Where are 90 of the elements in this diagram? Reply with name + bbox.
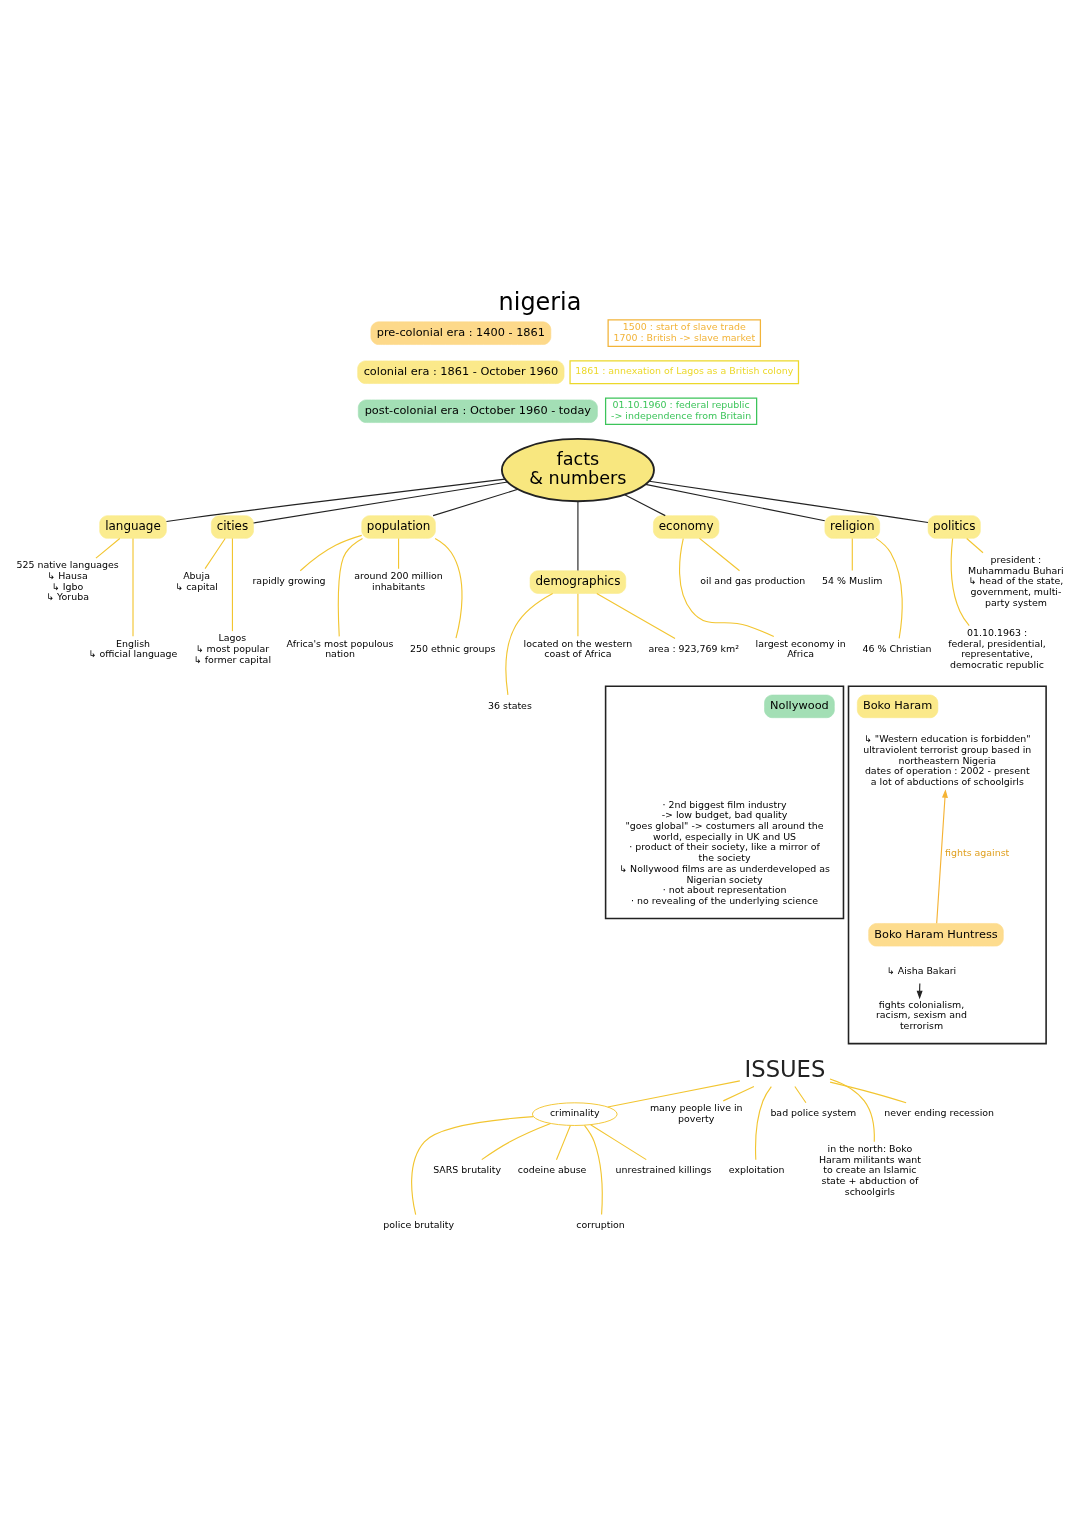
node-text: bad police system <box>770 1107 857 1119</box>
connector <box>829 1081 907 1104</box>
connector <box>398 537 400 570</box>
edge-label: fights against <box>945 846 1010 858</box>
node-text: 46 % Christian <box>862 642 932 654</box>
node-text: Lagos ↳ most popular ↳ former capital <box>193 632 272 665</box>
node-box: post-colonial era : October 1960 - today <box>357 399 598 423</box>
connector <box>231 537 233 632</box>
cluster <box>847 685 1047 1045</box>
connector <box>607 1080 741 1108</box>
node-ellipse: criminality <box>531 1102 618 1126</box>
connector <box>434 537 463 639</box>
node-text: English ↳ official language <box>88 637 178 660</box>
node-box: demographics <box>529 570 627 594</box>
connector <box>481 1123 552 1161</box>
connector <box>252 481 509 524</box>
node-box: 1500 : start of slave trade 1700 : British -> slave market <box>607 319 762 348</box>
connector <box>950 537 970 627</box>
node-text: ISSUES <box>744 1055 826 1082</box>
node-text: in the north: Boko Haram militants want to create an Islamic state + abduction of schoolgirls <box>818 1142 921 1197</box>
node-text: 01.10.1963 : federal, presidential, representative, democratic republic <box>948 626 1046 670</box>
node-text: never ending recession <box>884 1107 995 1119</box>
connector <box>204 537 226 570</box>
connector <box>590 1124 647 1161</box>
node-box: politics <box>927 515 981 539</box>
node-text: SARS brutality <box>433 1164 502 1176</box>
cluster <box>604 685 845 920</box>
node-box: colonial era : 1861 - October 1960 <box>357 360 565 384</box>
connector <box>851 537 853 572</box>
node-box: language <box>99 515 167 539</box>
connector <box>624 494 666 517</box>
connector <box>596 592 676 639</box>
node-text: · 2nd biggest film industry -> low budget, bad quality "goes global" -> costumers all around the world, especially in UK and US · product of their society, like a mirror of the society ↳ Nollywood films are as underdeveloped as Nigerian society · not about representation · no revealing of the underlying science <box>619 798 830 906</box>
node-text: president : Muhammadu Buhari ↳ head of the state, government, multi-party system <box>968 553 1064 608</box>
connector <box>755 1086 772 1161</box>
node-text: many people live in poverty <box>649 1102 743 1124</box>
node-box: Nollywood <box>764 694 835 718</box>
connector <box>829 1078 875 1143</box>
node-text: exploitation <box>728 1164 785 1176</box>
node-box: population <box>361 515 436 539</box>
connector <box>555 1124 571 1161</box>
node-text: 525 native languages ↳ Hausa ↳ Igbo ↳ Yoruba <box>16 559 119 603</box>
node-box: Boko Haram Huntress <box>868 923 1004 947</box>
connector <box>698 537 741 572</box>
connector <box>794 1085 807 1104</box>
connector <box>299 534 363 572</box>
node-box: 1861 : annexation of Lagos as a British colony <box>569 360 800 385</box>
connector <box>966 537 984 554</box>
node-text: codeine abuse <box>517 1164 587 1176</box>
node-text: unrestrained killings <box>615 1164 712 1176</box>
node-text: 36 states <box>488 699 532 711</box>
node-text: area : 923,769 km² <box>648 642 739 654</box>
node-text: Africa's most populous nation <box>286 637 394 660</box>
node-text: fights colonialism, racism, sexism and terrorism <box>875 998 968 1032</box>
node-text: rapidly growing <box>252 575 326 587</box>
arrow <box>936 789 948 924</box>
connector <box>645 483 826 522</box>
node-text: corruption <box>576 1219 625 1231</box>
node-text: ↳ "Western education is forbidden" ultraviolent terrorist group based in northeastern Nigeria dates of operation : 2002 - present a lot of abductions of schoolgirls <box>863 733 1032 788</box>
node-box: pre-colonial era : 1400 - 1861 <box>370 321 552 345</box>
diagram-title: nigeria <box>498 288 582 317</box>
connector <box>505 592 554 696</box>
node-text: Abuja ↳ capital <box>175 569 218 592</box>
connector <box>411 1116 534 1216</box>
connector <box>165 478 506 523</box>
connector <box>95 537 121 559</box>
node-box: cities <box>211 515 254 539</box>
node-box: religion <box>824 515 880 539</box>
node-text: police brutality <box>383 1219 455 1231</box>
connector <box>648 480 929 524</box>
connector <box>132 537 134 637</box>
connector <box>875 537 903 639</box>
node-text: 54 % Muslim <box>822 575 883 587</box>
connector <box>577 593 579 637</box>
node-box: economy <box>653 515 720 539</box>
connector <box>722 1085 755 1102</box>
connector <box>432 488 519 517</box>
node-box: 01.10.1960 : federal republic -> independence from Britain <box>604 397 758 426</box>
connector <box>679 538 775 637</box>
node-text: largest economy in Africa <box>755 637 846 660</box>
node-text: around 200 million inhabitants <box>354 569 443 592</box>
node-text: ↳ Aisha Bakari <box>886 965 957 977</box>
connector <box>577 500 579 572</box>
node-box: Boko Haram <box>857 694 939 718</box>
connector <box>583 1124 603 1216</box>
node-text: oil and gas production <box>700 575 806 587</box>
node-ellipse: facts & numbers <box>500 437 655 503</box>
node-text: 250 ethnic groups <box>409 642 496 654</box>
connector <box>337 537 364 637</box>
node-text: located on the western coast of Africa <box>523 637 633 660</box>
